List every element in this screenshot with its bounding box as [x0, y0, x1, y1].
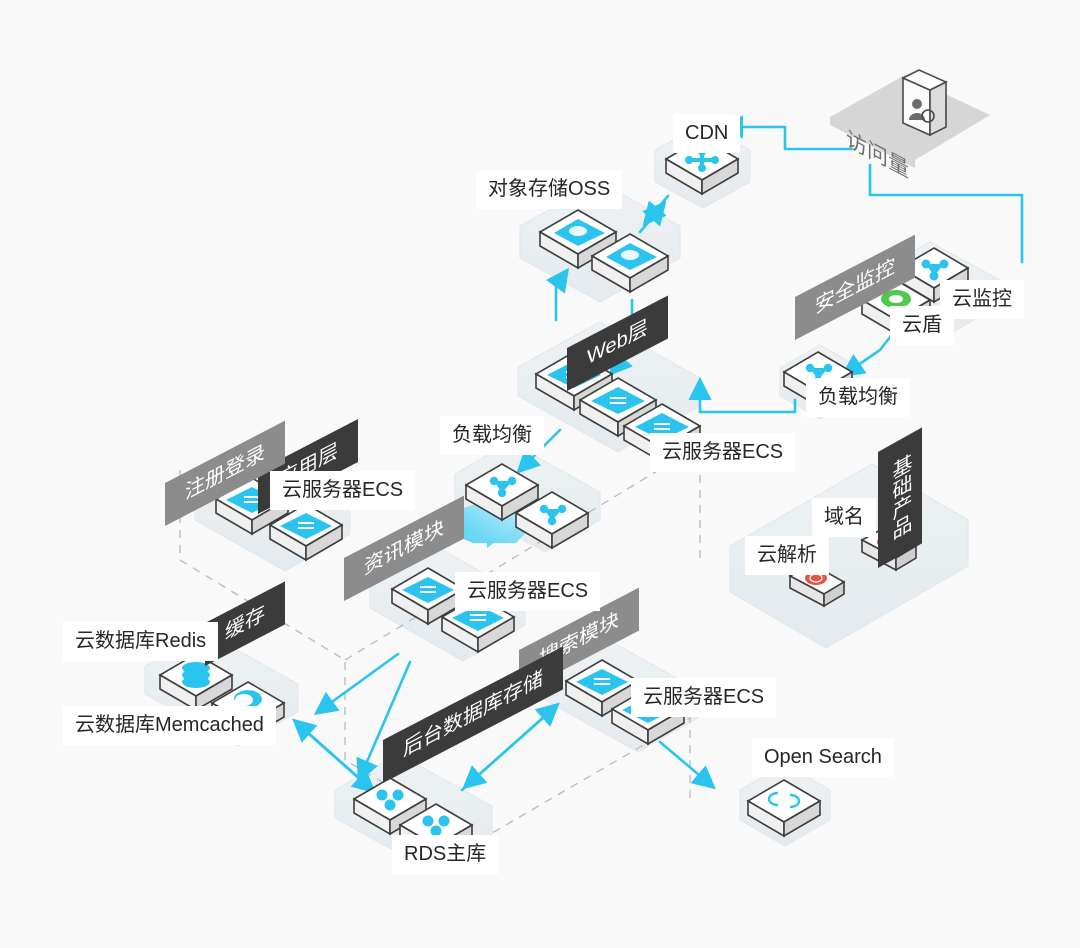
banner-basic-products-label: 基础产品 [889, 451, 911, 544]
label-slb-mid-text: 负载均衡 [452, 424, 532, 446]
conn-traffic-cdn [719, 115, 854, 151]
label-ecs-search-text: 云服务器ECS [643, 686, 765, 708]
conn-web-oss [545, 267, 570, 322]
conn-traffic-right [868, 163, 1024, 264]
label-ecs-app-text: 云服务器ECS [282, 479, 404, 501]
label-oss[interactable]: 对象存储OSS [476, 170, 623, 209]
label-memcached-text: 云数据库Memcached [75, 714, 264, 736]
label-rds-text: RDS主库 [404, 843, 487, 865]
icon-ecs-app-2 [268, 503, 344, 562]
icon-traffic-user [901, 69, 948, 137]
label-cloud-shield-text: 云盾 [902, 314, 942, 336]
banner-basic-products: 基础产品 [878, 427, 922, 568]
label-ecs-news[interactable]: 云服务器ECS [455, 572, 601, 611]
conn-news-rds [356, 660, 412, 783]
conn-search-open [658, 740, 716, 790]
conn-cdn-oss [642, 194, 670, 226]
icon-oss-1 [538, 209, 618, 270]
label-open-search[interactable]: Open Search [752, 738, 894, 777]
icon-rds-1 [352, 777, 428, 836]
label-slb-right[interactable]: 负载均衡 [806, 378, 910, 417]
label-ecs-search[interactable]: 云服务器ECS [631, 678, 777, 717]
label-open-search-text: Open Search [764, 746, 882, 768]
icon-slb-mid-1 [464, 463, 540, 522]
label-redis-text: 云数据库Redis [75, 630, 207, 652]
label-redis[interactable]: 云数据库Redis [63, 622, 219, 661]
conn-search-rds-b [462, 708, 554, 790]
label-ecs-web[interactable]: 云服务器ECS [650, 433, 796, 472]
label-cloud-shield[interactable]: 云盾 [890, 306, 954, 345]
label-cloud-monitor[interactable]: 云监控 [940, 280, 1024, 319]
label-cloud-monitor-text: 云监控 [952, 288, 1012, 310]
icon-redis [158, 653, 234, 712]
label-domain-text: 域名 [824, 506, 864, 528]
icon-ecs-web-2 [578, 377, 658, 438]
label-ecs-web-text: 云服务器ECS [662, 441, 784, 463]
icon-oss-2 [590, 233, 670, 294]
label-ecs-news-text: 云服务器ECS [467, 580, 589, 602]
label-memcached[interactable]: 云数据库Memcached [63, 706, 276, 745]
conn-slb-web [688, 376, 797, 414]
label-cdn[interactable]: CDN [673, 114, 741, 153]
label-rds[interactable]: RDS主库 [392, 835, 499, 874]
label-slb-right-text: 负载均衡 [818, 386, 898, 408]
label-domain[interactable]: 域名 [812, 498, 876, 537]
label-dns-text: 云解析 [757, 544, 817, 566]
icon-open-search [746, 779, 822, 838]
label-cdn-text: CDN [685, 122, 729, 144]
label-ecs-app[interactable]: 云服务器ECS [270, 471, 416, 510]
conn-news-cache [313, 652, 400, 716]
icon-ecs-news-1 [390, 567, 466, 626]
icon-slb-mid-2 [514, 491, 590, 550]
label-dns[interactable]: 云解析 [745, 536, 829, 575]
platform-traffic-side [830, 117, 915, 168]
label-slb-mid[interactable]: 负载均衡 [440, 416, 544, 455]
conn-cache-rds-b [292, 718, 370, 788]
label-oss-text: 对象存储OSS [488, 178, 611, 200]
connectors [292, 115, 1024, 794]
